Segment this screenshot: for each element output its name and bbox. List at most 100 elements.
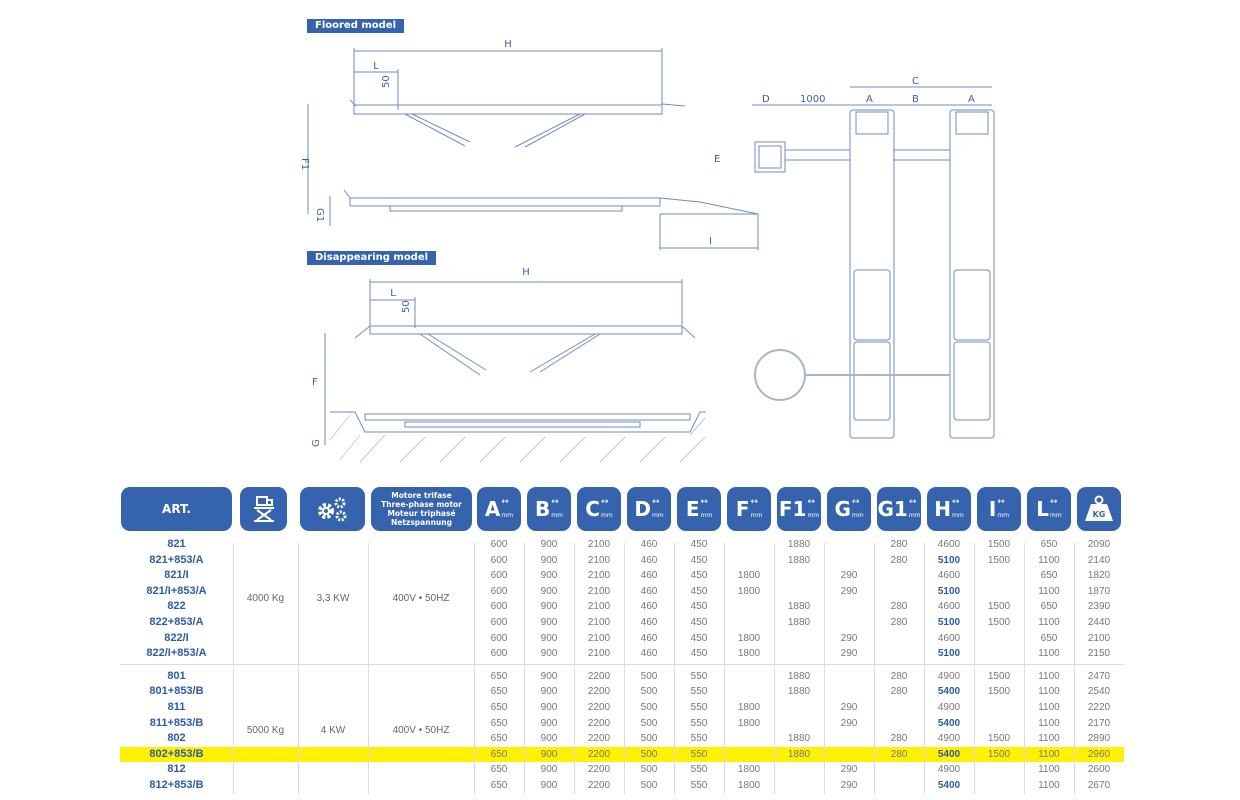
column-divider [368, 543, 369, 668]
art-code: 801+853/B [149, 685, 204, 698]
double-arrow-icon: ↔ [600, 497, 609, 507]
cell-f1: 1880 [787, 686, 811, 698]
column-divider [233, 668, 234, 794]
cell-f1 [774, 716, 824, 732]
cell-g1 [874, 778, 924, 794]
header-dim-a: A↔mm [477, 487, 521, 531]
cell-a: 650 [490, 670, 508, 682]
cell-i [974, 631, 1024, 647]
cell-g1: 280 [890, 539, 908, 550]
header-dim-b: B↔mm [527, 487, 571, 531]
art-code: 801 [167, 669, 186, 682]
column-divider [824, 668, 825, 794]
cell-e: 550 [690, 686, 708, 698]
cell-weight: 2470 [1087, 670, 1111, 682]
art-code: 821+853/A [149, 553, 204, 566]
cell-f1: 1880 [787, 601, 811, 613]
dim-letter: E [685, 497, 700, 521]
cell-l: 1100 [1038, 733, 1060, 745]
dim-c: C [912, 76, 919, 87]
motor-label-it: Motore trifase [391, 491, 452, 500]
cell-weight: 2890 [1087, 733, 1111, 745]
cell-weight: 2140 [1087, 554, 1111, 566]
cell-b: 900 [540, 702, 558, 713]
cell-d: 500 [640, 764, 658, 776]
header-weight: KG [1077, 487, 1121, 531]
cell-f1: 1880 [787, 670, 811, 682]
floored-lowered-view [329, 189, 759, 250]
cell-c: 2100 [587, 617, 611, 628]
cell-f: 1800 [737, 702, 761, 713]
cell-b: 900 [540, 733, 558, 745]
dim-h: H [504, 39, 512, 50]
cell-l: 1100 [1038, 648, 1060, 660]
unit-label: mm [997, 512, 1010, 519]
double-arrow-icon: ↔ [997, 497, 1005, 507]
floored-model-label: Floored model [307, 19, 405, 33]
cell-f [724, 747, 774, 763]
cell-a: 600 [490, 601, 508, 613]
column-divider [624, 543, 625, 668]
double-arrow-icon: ↔ [501, 497, 509, 507]
dim-letter: G1 [877, 497, 908, 521]
motor-label-en: Three-phase motor [381, 500, 462, 509]
cell-f [724, 599, 774, 615]
cell-a: 650 [490, 733, 508, 745]
cell-b: 900 [540, 601, 558, 613]
column-divider [874, 543, 875, 668]
dim-f: F [312, 377, 318, 388]
cell-i: 1500 [987, 670, 1011, 682]
cell-f1 [774, 568, 824, 584]
cell-c: 2100 [587, 648, 611, 660]
group-power: 4 KW [320, 725, 346, 737]
unit-label: mm [952, 512, 964, 519]
column-divider [474, 543, 475, 668]
column-divider [298, 543, 299, 668]
cell-g1: 280 [890, 733, 908, 745]
cell-a: 650 [490, 748, 508, 760]
art-code: 812+853/B [149, 779, 204, 791]
cell-i [974, 584, 1024, 600]
motor-label-de: Netzspannung [391, 518, 452, 527]
art-code: 802 [167, 732, 186, 745]
cell-l: 1100 [1038, 764, 1060, 776]
cell-h: 4900 [937, 670, 961, 682]
cell-f [724, 553, 774, 569]
unit-label: mm [700, 512, 713, 519]
cell-c: 2200 [587, 780, 611, 791]
cell-d: 460 [640, 554, 658, 566]
cell-e: 550 [690, 702, 708, 713]
cell-b: 900 [540, 686, 558, 698]
cell-i [974, 778, 1024, 794]
header-dim-i: I↔mm [977, 487, 1021, 531]
dim-b: B [912, 94, 919, 105]
cell-d: 500 [640, 717, 658, 729]
cell-h: 5100 [937, 648, 961, 660]
cell-l: 1100 [1038, 686, 1060, 698]
weight-unit: KG [1093, 510, 1106, 519]
cell-weight: 2670 [1087, 780, 1111, 791]
dim-a-right: A [968, 94, 975, 105]
cell-l: 1100 [1038, 748, 1060, 760]
cell-d: 500 [640, 780, 658, 791]
cell-weight: 2100 [1087, 632, 1111, 644]
art-code: 821/I [164, 569, 189, 582]
column-divider [233, 543, 234, 668]
cell-c: 2200 [587, 733, 611, 745]
double-arrow-icon: ↔ [952, 497, 960, 507]
cell-a: 650 [490, 686, 508, 698]
column-divider [574, 543, 575, 668]
cell-e: 450 [690, 648, 708, 660]
cell-h: 5100 [937, 617, 961, 628]
cell-g [824, 553, 874, 569]
unit-label: mm [1050, 512, 1062, 519]
unit-label: mm [807, 512, 820, 519]
double-arrow-icon: ↔ [651, 497, 660, 507]
group-motor: 400V • 50HZ [392, 725, 450, 737]
